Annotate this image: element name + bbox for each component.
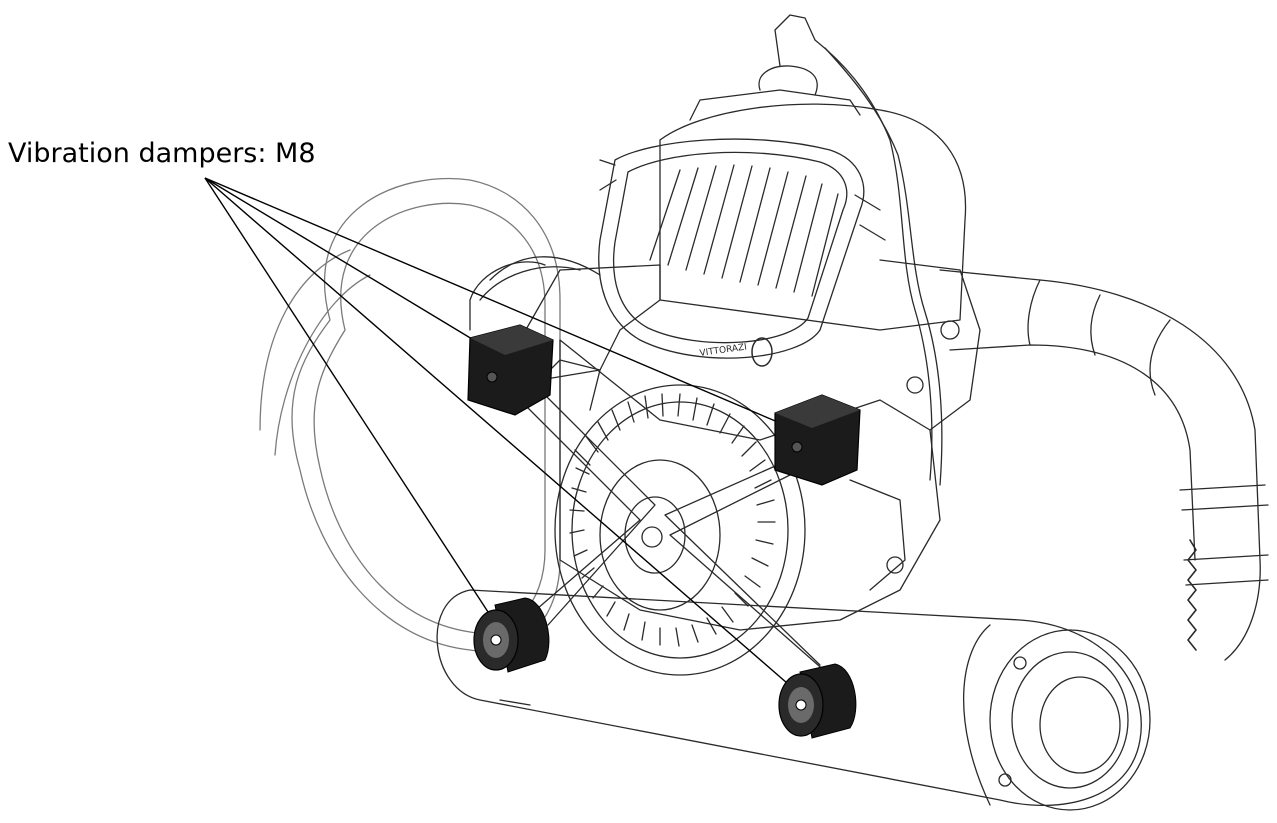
frame-arc	[469, 256, 601, 331]
damper-bottom-right	[778, 663, 857, 739]
engine-block	[659, 14, 967, 486]
exhaust-pipe	[939, 269, 1269, 661]
leader-line-1	[204, 177, 478, 343]
cylinder-head-fins	[598, 138, 886, 359]
damper-top-left	[467, 324, 554, 416]
mount-frame	[519, 359, 836, 681]
callout-leaders	[204, 177, 796, 691]
damper-top-right	[774, 394, 861, 486]
leader-line-2	[204, 177, 781, 424]
leader-line-4	[204, 177, 796, 691]
leader-line-3	[204, 177, 491, 616]
engine-logo-text: VITTORAZI	[699, 342, 748, 359]
damper-bottom-left	[473, 597, 550, 673]
crankcase	[519, 259, 981, 631]
muffler	[436, 589, 1151, 811]
callout-label: Vibration dampers: M8	[8, 138, 316, 169]
